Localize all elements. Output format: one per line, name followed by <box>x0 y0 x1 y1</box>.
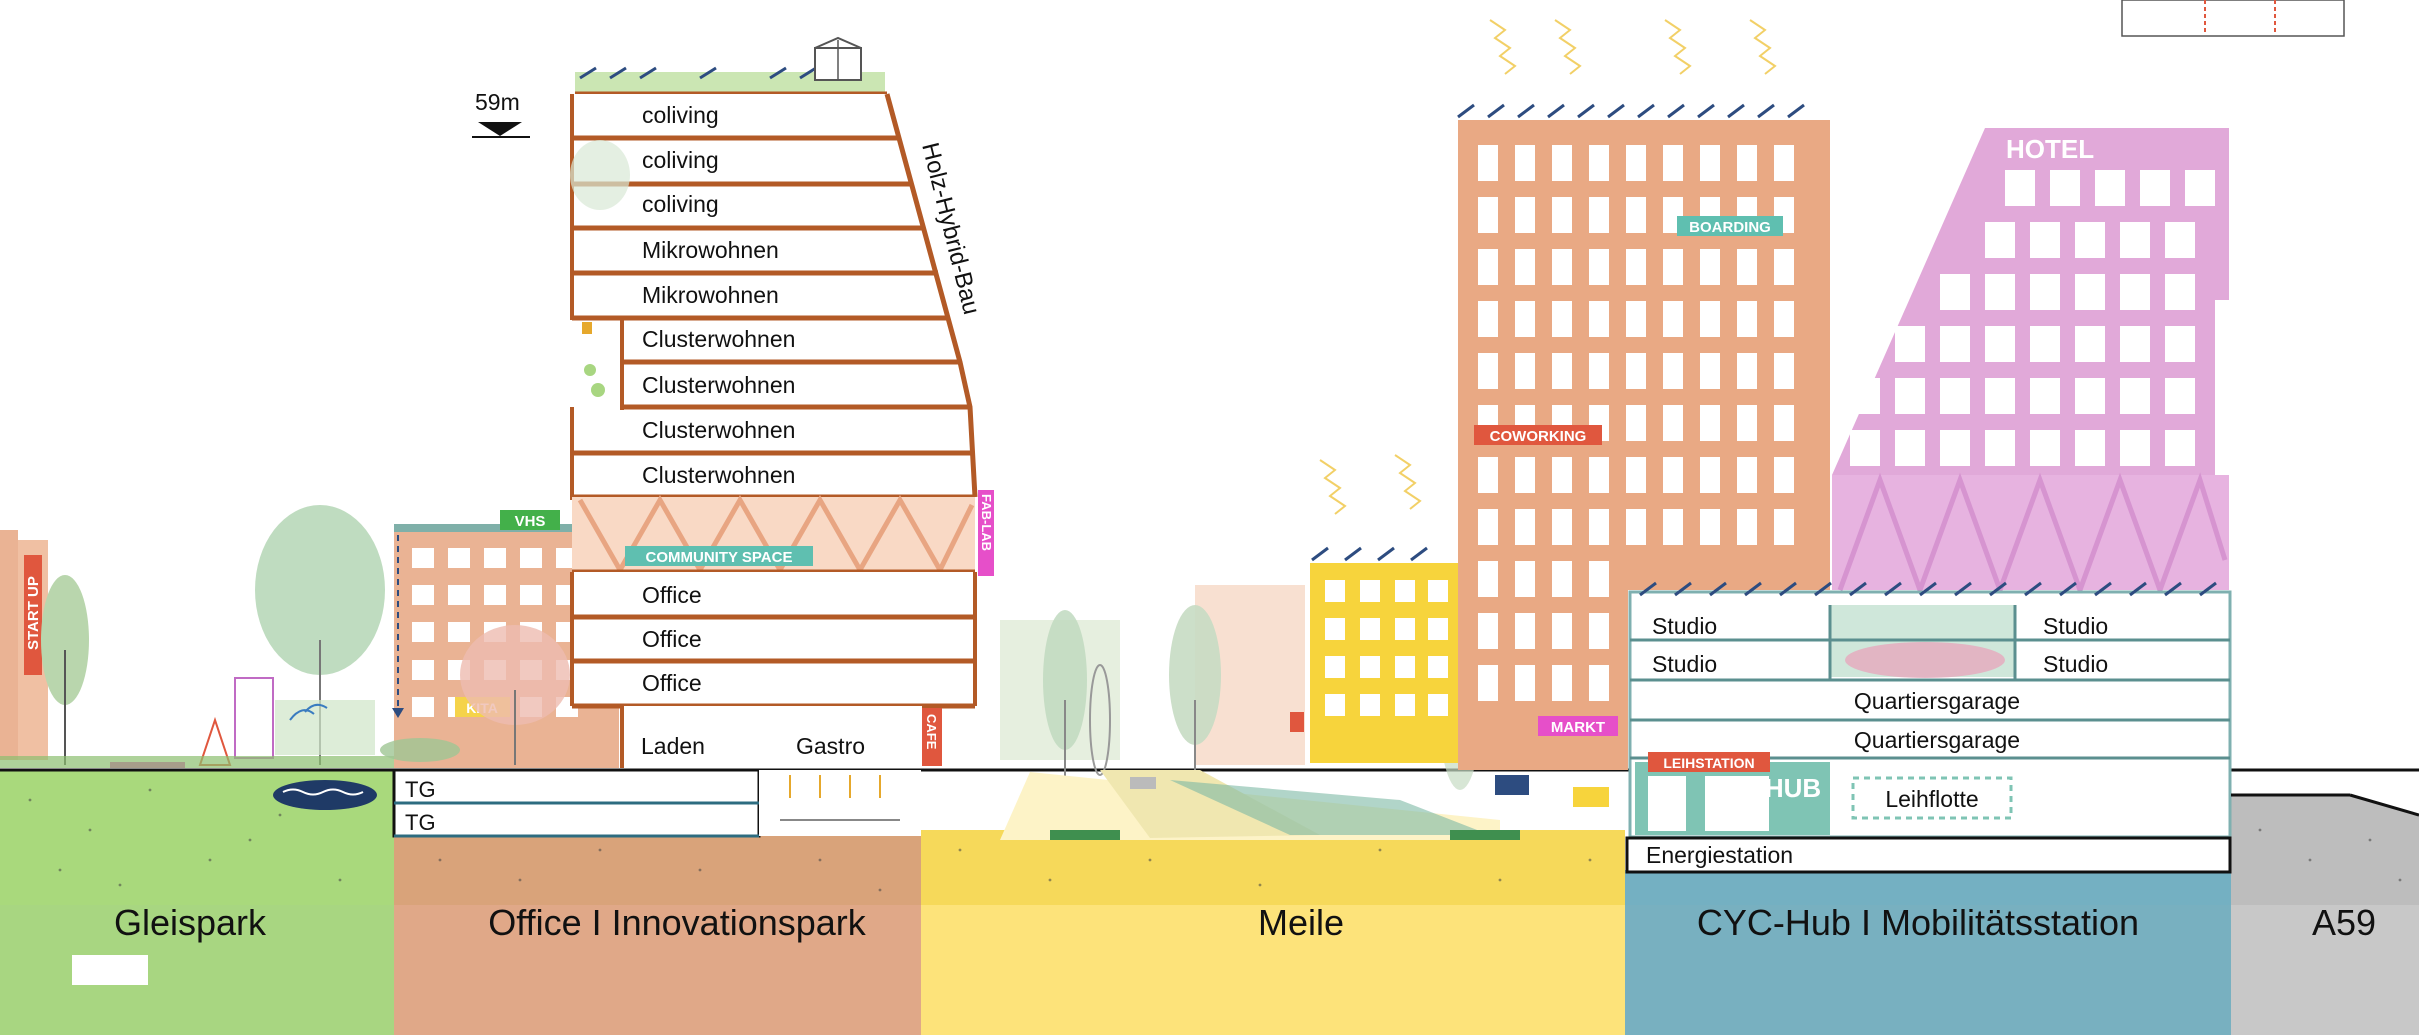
zone-label-office: Office I Innovationspark <box>488 902 867 943</box>
hub-building: Studio Studio Studio Studio Quartiersgar… <box>1625 581 2232 874</box>
zone-label-gleispark: Gleispark <box>114 902 267 943</box>
cafe-label: CAFE <box>924 714 939 750</box>
hub-label: HUB <box>1765 773 1821 803</box>
zone-bands <box>0 905 2419 1035</box>
startup-tag <box>24 555 42 675</box>
zone-band-gleispark <box>0 905 394 1035</box>
swing-frame <box>234 677 274 759</box>
fablab-tag <box>978 490 994 576</box>
cafe-tag <box>922 708 942 766</box>
zone-band-meile <box>921 905 1625 1035</box>
community-tag <box>625 546 813 566</box>
floor-label: Clusterwohnen <box>642 326 795 352</box>
tree <box>255 505 385 675</box>
floor-label: Clusterwohnen <box>642 462 795 488</box>
energy-label: Energiestation <box>1646 842 1793 868</box>
studio-label: Studio <box>1652 651 1717 677</box>
office-label: Office <box>642 670 702 696</box>
office-label: Office <box>642 626 702 652</box>
tree <box>41 575 89 705</box>
tree <box>460 625 570 725</box>
community-label: COMMUNITY SPACE <box>646 549 793 566</box>
main-tower: coliving coliving coliving Mikrowohnen M… <box>472 36 994 768</box>
floor-label: coliving <box>642 147 719 173</box>
floor-label: Mikrowohnen <box>642 282 779 308</box>
market-stall <box>1573 787 1609 807</box>
leihflotte-box <box>1851 776 2013 820</box>
floor-label: Clusterwohnen <box>642 372 795 398</box>
a59-area <box>2121 0 2419 817</box>
markt-label: MARKT <box>1551 719 1605 736</box>
zone-band-cyc <box>1625 905 2231 1035</box>
tree <box>1169 605 1221 745</box>
tall-tower: BOARDING COWORKING MARKT <box>1457 19 1830 770</box>
coworking-tag <box>1474 425 1602 445</box>
floor-label: Clusterwohnen <box>642 417 795 443</box>
zone-labels: Gleispark Office I Innovationspark Meile… <box>72 902 2376 985</box>
boarding-tag <box>1677 216 1783 236</box>
height-marker: 59m <box>475 89 520 115</box>
garage-label: Quartiersgarage <box>1854 727 2020 753</box>
coworking-label: COWORKING <box>1490 428 1587 445</box>
floor-label: Mikrowohnen <box>642 237 779 263</box>
zone-label-cyc: CYC-Hub I Mobilitätsstation <box>1697 902 2139 943</box>
startup-label: START UP <box>25 576 42 650</box>
key-plan-thumbnail <box>2121 0 2345 37</box>
scale-bar <box>72 955 148 985</box>
height-marker-icon <box>478 122 522 136</box>
ground-label: Gastro <box>796 733 865 759</box>
studio-label: Studio <box>1652 613 1717 639</box>
office-label: Office <box>642 582 702 608</box>
garage-label: Quartiersgarage <box>1854 688 2020 714</box>
energy-station <box>1625 836 2232 874</box>
markt-tag <box>1538 716 1618 736</box>
ground-label: Laden <box>641 733 705 759</box>
floor-label: coliving <box>642 191 719 217</box>
fablab-label: FAB-LAB <box>979 494 994 551</box>
vhs-tag <box>500 510 560 530</box>
zone-label-meile: Meile <box>1258 902 1344 943</box>
vhs-label: VHS <box>515 513 546 530</box>
floor-label: coliving <box>642 102 719 128</box>
water-basin <box>273 703 377 810</box>
market-stall <box>1495 775 1529 795</box>
leihstation-tag <box>1648 752 1770 772</box>
leihstation-label: LEIHSTATION <box>1663 755 1754 771</box>
zone-band-office <box>394 905 921 1035</box>
leihflotte-label: Leihflotte <box>1885 786 1978 812</box>
tg-label-1: TG <box>405 777 436 802</box>
car <box>1130 777 1156 789</box>
tg-label-2: TG <box>405 810 436 835</box>
gleispark-area: START UP <box>0 505 394 810</box>
zone-band-a59 <box>2231 905 2419 1035</box>
tree <box>1043 610 1087 750</box>
boarding-label: BOARDING <box>1689 219 1771 236</box>
studio-label: Studio <box>2043 651 2108 677</box>
meile-area <box>1000 454 1609 840</box>
zone-label-a59: A59 <box>2312 902 2376 943</box>
studio-label: Studio <box>2043 613 2108 639</box>
underground-parking: TG TG <box>392 768 921 838</box>
hotel-label: HOTEL <box>2006 134 2094 164</box>
hotel: HOTEL <box>1832 128 2229 598</box>
